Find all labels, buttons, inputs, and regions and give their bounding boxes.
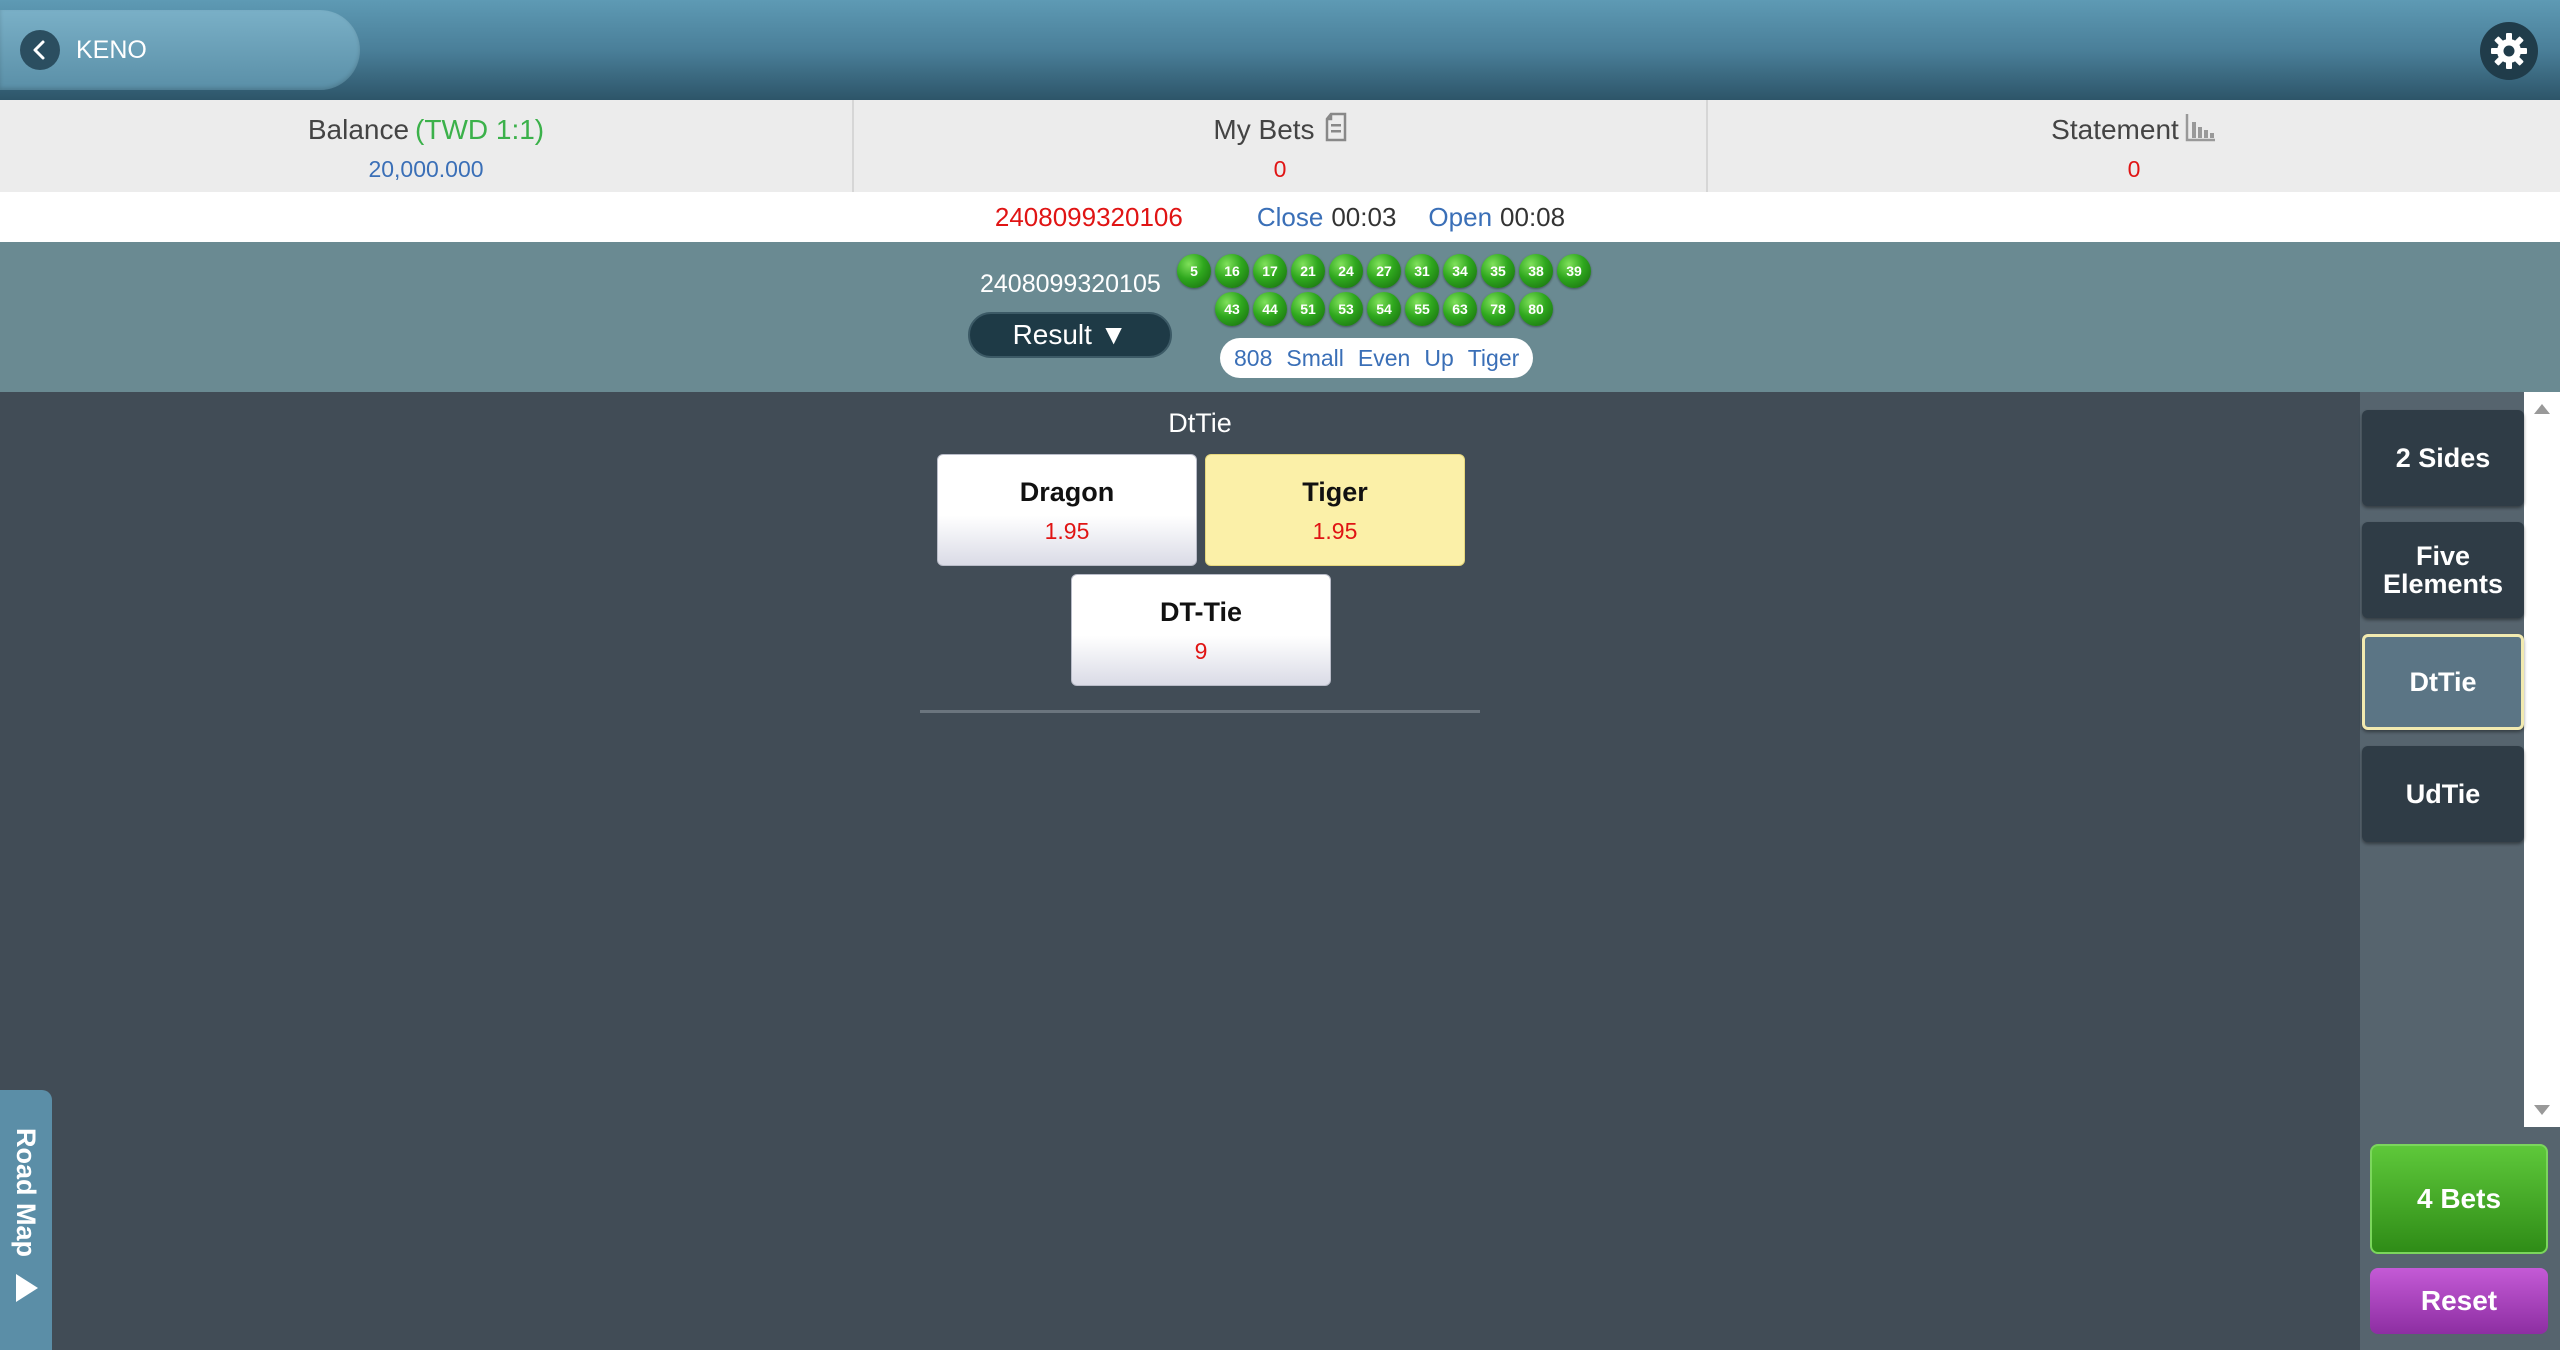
bar-chart-icon [2185,112,2217,149]
my-bets-value: 0 [1273,156,1287,182]
gear-icon[interactable] [2480,22,2538,80]
open-time: 00:08 [1500,201,1566,232]
result-ball: 44 [1253,292,1287,326]
result-ball: 53 [1329,292,1363,326]
current-draw-number: 2408099320106 [994,201,1183,232]
my-bets-label: My Bets [1213,114,1315,145]
result-ball: 21 [1291,254,1325,288]
balance-value: 20,000.000 [368,156,484,182]
road-map-tab[interactable]: Road Map [0,1090,52,1350]
side-menu-scrollbar[interactable] [2524,392,2560,1127]
section-divider [920,710,1480,713]
bet-option-tiger[interactable]: Tiger 1.95 [1205,454,1465,566]
result-ball: 51 [1291,292,1325,326]
bet-name: DT-Tie [1159,597,1242,627]
result-ball: 17 [1253,254,1287,288]
open-label: Open [1428,201,1493,232]
result-ball: 78 [1481,292,1515,326]
reset-button[interactable]: Reset [2370,1268,2548,1334]
result-ball: 31 [1405,254,1439,288]
scroll-down-icon[interactable] [2534,1105,2550,1115]
result-ball: 39 [1557,254,1591,288]
result-ball: 34 [1443,254,1477,288]
play-arrow-icon [16,1274,38,1302]
last-draw-number: 2408099320105 [980,270,1161,298]
side-menu-udtie[interactable]: UdTie [2362,746,2524,842]
result-ball: 80 [1519,292,1553,326]
side-menu-five-elements[interactable]: Five Elements [2362,522,2524,618]
place-bets-button[interactable]: 4 Bets [2370,1144,2548,1254]
result-ball: 24 [1329,254,1363,288]
chevron-left-icon [20,30,60,70]
side-menu-2-sides[interactable]: 2 Sides [2362,410,2524,506]
bet-odds: 1.95 [1312,518,1358,544]
balance-label: Balance [307,114,410,145]
result-tag: Tiger [1467,344,1520,371]
close-time: 00:03 [1331,201,1397,232]
balance-cell: Balance (TWD 1:1) 20,000.000 [0,100,854,192]
result-ball: 63 [1443,292,1477,326]
draw-countdown-bar: 2408099320106 Close 00:03 Open 00:08 [0,192,2560,242]
result-ball: 27 [1367,254,1401,288]
result-ball: 54 [1367,292,1401,326]
result-ball: 43 [1215,292,1249,326]
road-map-label: Road Map [11,1128,41,1258]
scroll-up-icon[interactable] [2534,404,2550,414]
result-tag: Up [1424,344,1454,371]
game-title: KENO [76,35,147,64]
result-ball: 38 [1519,254,1553,288]
result-ball: 55 [1405,292,1439,326]
bet-odds: 9 [1194,638,1208,664]
result-tag: Small [1286,344,1344,371]
back-button[interactable]: KENO [0,10,360,90]
statement-label: Statement [2051,114,2179,145]
result-tags: 808 Small Even Up Tiger [1220,338,1534,378]
account-info-bar: Balance (TWD 1:1) 20,000.000 My Bets 0 S… [0,100,2560,192]
result-dropdown-button[interactable]: Result ▼ [968,312,1172,358]
statement-value: 0 [2127,156,2141,182]
result-ball: 16 [1215,254,1249,288]
bet-option-dragon[interactable]: Dragon 1.95 [937,454,1197,566]
statement-cell[interactable]: Statement 0 [1708,100,2560,192]
document-icon [1325,112,1347,149]
result-tag: 808 [1234,344,1273,371]
section-title: DtTie [1168,408,1232,438]
bet-name: Dragon [1019,477,1115,507]
side-menu-dttie[interactable]: DtTie [2362,634,2524,730]
result-ball: 35 [1481,254,1515,288]
top-header: KENO [0,0,2560,100]
bet-odds: 1.95 [1044,518,1090,544]
result-ball: 5 [1177,254,1211,288]
bet-name: Tiger [1302,477,1368,507]
result-tag: Even [1357,344,1411,371]
my-bets-cell[interactable]: My Bets 0 [854,100,1708,192]
bet-option-dt-tie[interactable]: DT-Tie 9 [1071,574,1331,686]
balance-currency: (TWD 1:1) [415,114,545,145]
close-label: Close [1256,201,1324,232]
